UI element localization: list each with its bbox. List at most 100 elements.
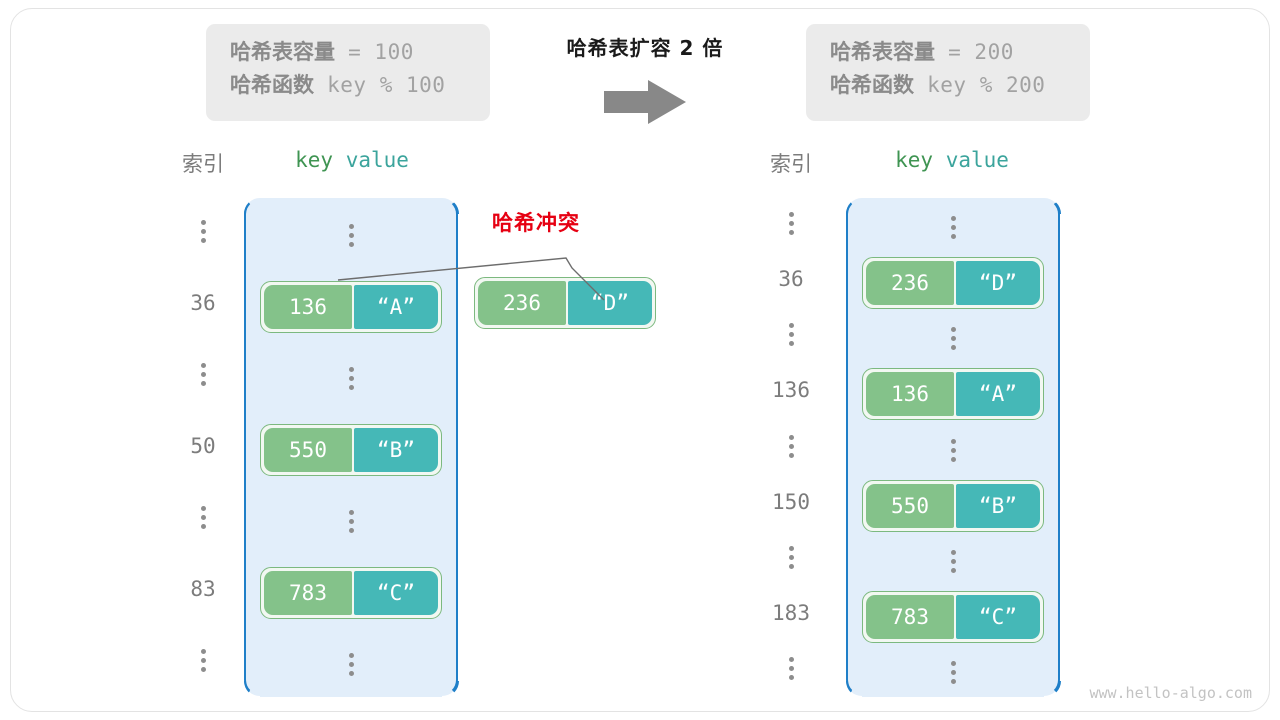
after-capacity-line: 哈希表容量 = 200 [830, 36, 1066, 69]
vertical-ellipsis-icon [200, 363, 206, 387]
after-entry: 236“D” [862, 257, 1044, 310]
before-entry: 550“B” [260, 424, 442, 476]
before-index-cell: 83 [190, 576, 216, 601]
after-bucket-row: 136“A” [848, 367, 1058, 421]
mask-top [260, 197, 442, 202]
after-index-cell [748, 430, 834, 462]
vertical-ellipsis-icon [200, 220, 206, 244]
vertical-ellipsis-icon [950, 549, 956, 573]
before-entry-key: 136 [264, 285, 352, 330]
after-bucket-row [848, 423, 1058, 477]
after-bucket-row: 550“B” [848, 479, 1058, 533]
after-capacity-cjk: 哈希表容量 [830, 40, 935, 64]
colliding-entry-value: “D” [568, 281, 652, 325]
collision-label: 哈希冲突 [492, 211, 580, 235]
after-entry: 783“C” [862, 590, 1044, 643]
after-key-header: key [895, 148, 934, 172]
vertical-ellipsis-icon [950, 660, 956, 684]
before-keyvalue-header: key value [246, 148, 458, 172]
vertical-ellipsis-icon [788, 545, 794, 569]
after-entry-key: 550 [866, 483, 954, 528]
before-entry: 783“C” [260, 566, 442, 619]
after-index-cell: 136 [772, 378, 810, 403]
vertical-ellipsis-icon [950, 438, 956, 462]
before-bucket-row: 550“B” [246, 423, 456, 477]
after-index-column: 36 136 150 183 [748, 196, 834, 696]
vertical-ellipsis-icon [788, 212, 794, 236]
after-keyvalue-header: key value [846, 148, 1058, 172]
after-capacity-value: = 200 [935, 40, 1014, 64]
vertical-ellipsis-icon [200, 505, 206, 529]
after-index-cell: 36 [778, 267, 804, 292]
after-entry-value: “A” [956, 372, 1040, 417]
colliding-entry-key: 236 [478, 281, 566, 325]
before-bucket-row [246, 637, 456, 691]
before-index-cell [160, 216, 246, 248]
transform-title: 哈希表扩容 2 倍 [566, 36, 724, 60]
before-index-header: 索引 [182, 152, 224, 176]
after-hashfn-line: 哈希函数 key % 200 [830, 69, 1066, 102]
before-index-cell [160, 644, 246, 676]
after-index-cell [748, 208, 834, 240]
before-capacity-cjk: 哈希表容量 [230, 40, 335, 64]
canvas-frame [10, 8, 1270, 712]
before-index-cell [160, 501, 246, 533]
vertical-ellipsis-icon [788, 323, 794, 347]
after-entry: 550“B” [862, 479, 1044, 532]
before-entry-value: “B” [354, 428, 438, 472]
after-hashfn-cjk: 哈希函数 [830, 73, 914, 97]
mask-top [862, 197, 1044, 202]
after-index-cell [748, 652, 834, 684]
after-bucket-row: 783“C” [848, 590, 1058, 644]
vertical-ellipsis-icon [348, 224, 354, 248]
right-arrow-icon [604, 80, 686, 124]
after-entry-value: “C” [956, 594, 1040, 639]
after-index-cell: 150 [772, 489, 810, 514]
before-bucket-row [246, 494, 456, 548]
colliding-entry: 236 “D” [474, 277, 656, 329]
after-entry-key: 136 [866, 372, 954, 417]
before-entry-value: “C” [354, 570, 438, 615]
before-bucket-row [246, 352, 456, 406]
mask-bottom [862, 692, 1044, 697]
before-entry-key: 783 [264, 570, 352, 615]
after-bucket-row: 236“D” [848, 256, 1058, 310]
watermark: www.hello-algo.com [1089, 684, 1252, 702]
after-entry-key: 236 [866, 261, 954, 306]
before-index-cell [160, 359, 246, 391]
after-bucket-array: 236“D” 136“A” 550“B” 783“C” [845, 197, 1061, 699]
vertical-ellipsis-icon [348, 509, 354, 533]
before-index-column: 36 50 83 [160, 196, 246, 696]
before-entry: 136“A” [260, 281, 442, 334]
after-bucket-row [848, 312, 1058, 366]
after-value-header: value [945, 148, 1009, 172]
before-index-cell: 36 [190, 291, 216, 316]
vertical-ellipsis-icon [788, 656, 794, 680]
before-hashfn-cjk: 哈希函数 [230, 73, 314, 97]
vertical-ellipsis-icon [950, 327, 956, 351]
after-index-cell: 183 [772, 600, 810, 625]
before-value-header: value [345, 148, 409, 172]
after-bucket-row [848, 534, 1058, 588]
after-entry-value: “B” [956, 483, 1040, 528]
after-index-cell [748, 541, 834, 573]
before-entry-value: “A” [354, 285, 438, 330]
before-entry-key: 550 [264, 428, 352, 472]
after-bucket-row [848, 645, 1058, 699]
before-capacity-line: 哈希表容量 = 100 [230, 36, 466, 69]
after-index-header: 索引 [770, 152, 812, 176]
after-entry-key: 783 [866, 594, 954, 639]
before-bucket-row: 783“C” [246, 566, 456, 620]
vertical-ellipsis-icon [950, 216, 956, 240]
vertical-ellipsis-icon [348, 367, 354, 391]
after-index-cell [748, 319, 834, 351]
after-info-box: 哈希表容量 = 200 哈希函数 key % 200 [806, 24, 1090, 121]
before-bucket-array: 136“A” 550“B” 783“C” [243, 197, 459, 697]
before-bucket-row: 136“A” [246, 280, 456, 334]
mask-bottom [260, 692, 442, 697]
before-bucket-row [246, 209, 456, 263]
before-capacity-value: = 100 [335, 40, 414, 64]
before-hashfn-expr: key % 100 [314, 73, 446, 97]
before-index-cell: 50 [190, 434, 216, 458]
